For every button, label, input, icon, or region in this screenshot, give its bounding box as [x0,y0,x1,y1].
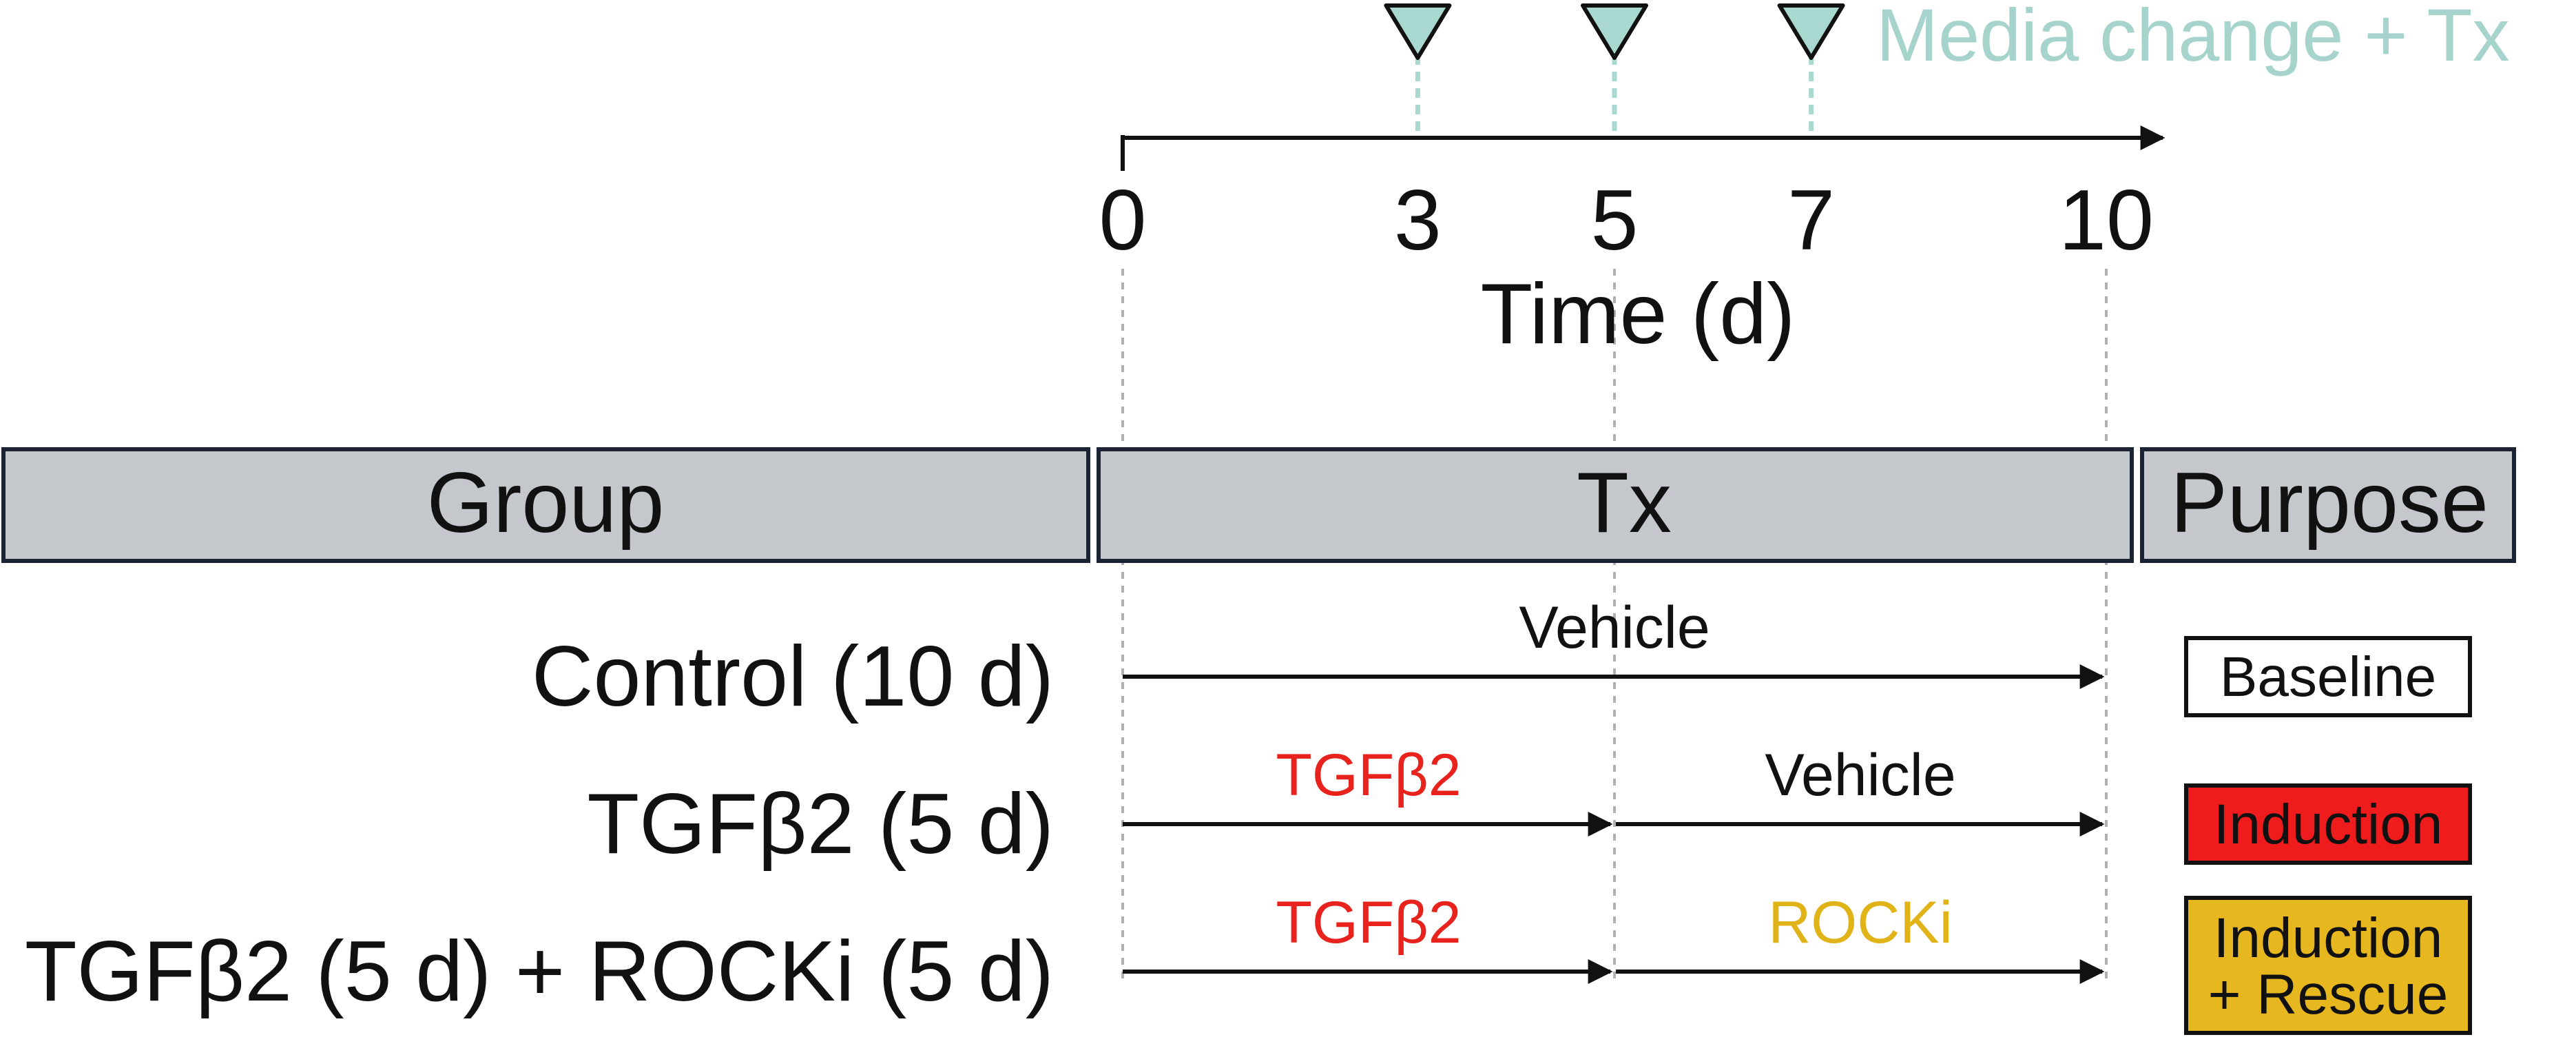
treatment-segment-label: TGFβ2 [1276,890,1461,956]
group-header-label: Group [427,455,665,551]
purpose-box [2184,783,2472,865]
purpose-header-label: Purpose [2170,455,2489,551]
tick-label-10: 10 [2059,173,2154,268]
time-axis-ticks: 0 3 5 7 10 [1099,173,2154,268]
treatment-segment-label: Vehicle [1765,742,1955,808]
tick-label-5: 5 [1591,173,1639,268]
purpose-box [2184,636,2472,717]
group-header-box [1,447,1090,563]
tick-label-7: 7 [1787,173,1835,268]
treatment-segment-label: Vehicle [1519,595,1710,661]
triangle-down-icon [1777,3,1845,60]
treatment-segment-label: ROCKi [1768,890,1953,956]
purpose-label: + Rescue [2208,963,2449,1026]
media-change-markers [1384,3,1845,136]
purpose-label: Induction [2214,793,2443,856]
tx-header-box [1097,447,2134,563]
purpose-header-box [2140,447,2516,563]
time-axis-title: Time (d) [1481,267,1796,362]
triangle-down-icon [1581,3,1648,60]
tick-label-3: 3 [1394,173,1442,268]
treatment-segment-label: TGFβ2 [1276,742,1461,808]
purpose-label: Induction [2214,907,2443,970]
triangle-down-icon [1384,3,1452,60]
tick-label-0: 0 [1099,173,1147,268]
group-name: TGFβ2 (5 d) [587,777,1054,872]
treatment-row: TGFβ2 (5 d) + ROCKi (5 d) TGFβ2 ROCKi Induc… [25,890,2472,1035]
purpose-box [2184,896,2472,1035]
group-name: TGFβ2 (5 d) + ROCKi (5 d) [25,924,1054,1019]
group-name: Control (10 d) [532,629,1054,724]
media-change-label: Media change + Tx [1876,0,2510,76]
purpose-label: Baseline [2220,646,2437,708]
tx-header-label: Tx [1577,455,1672,551]
